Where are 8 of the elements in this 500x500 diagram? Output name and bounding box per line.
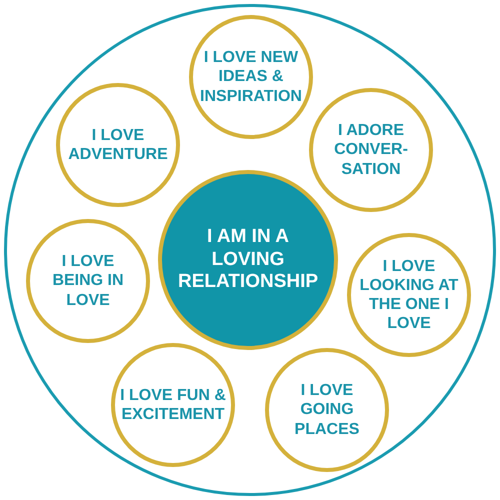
circle-label: I ADORE CONVER-SATION <box>333 121 409 179</box>
circle-label: I LOVE GOING PLACES <box>294 381 360 439</box>
circle-label: I LOVE LOOKING AT THE ONE I LOVE <box>358 256 460 334</box>
circle-label: I LOVE BEING IN LOVE <box>51 252 125 310</box>
circle-label: I LOVE NEW IDEAS & INSPIRATION <box>199 48 303 106</box>
circle-label: I AM IN A LOVING RELATIONSHIP <box>178 226 318 294</box>
circle-label: I LOVE ADVENTURE <box>68 126 168 164</box>
circle-label: I LOVE FUN & EXCITEMENT <box>119 386 227 424</box>
